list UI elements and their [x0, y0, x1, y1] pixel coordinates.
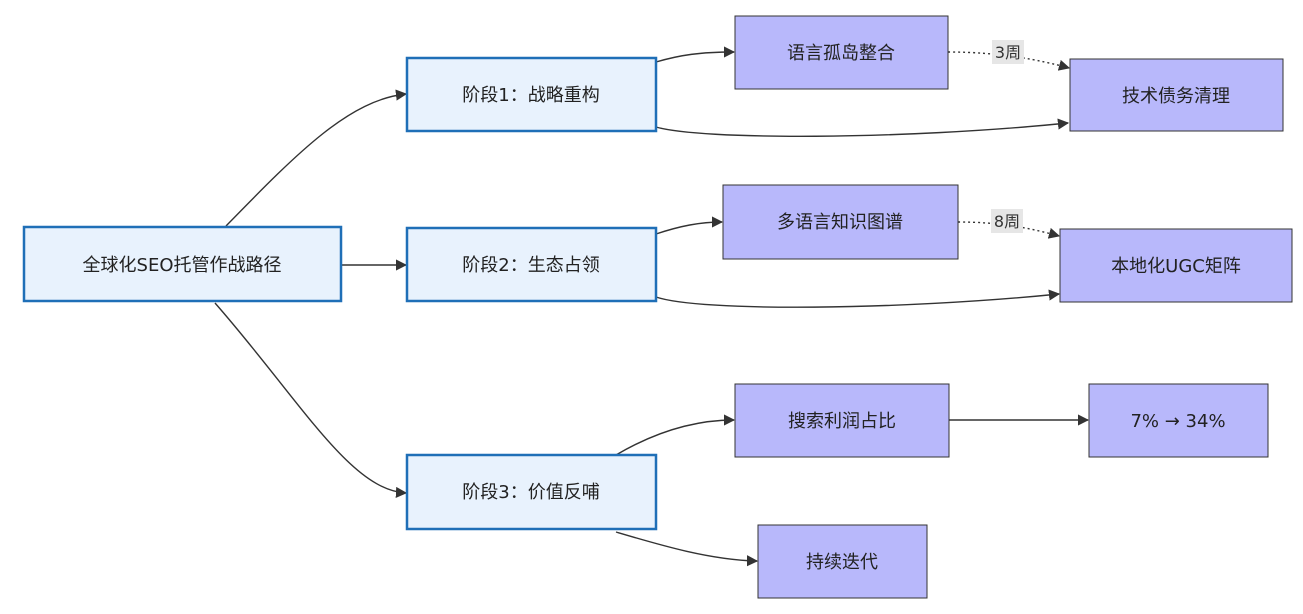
- edge-label-text: 8周: [994, 212, 1020, 231]
- edge-root-phase1: [225, 89, 408, 227]
- edges: [214, 46, 1090, 567]
- node-label: 阶段1：战略重构: [462, 85, 599, 106]
- edge-phase1-tech-debt: [655, 118, 1070, 137]
- edge-phase2-knowledge-graph: [655, 216, 724, 235]
- node-label: 全球化SEO托管作战路径: [83, 255, 282, 276]
- node-phase3[interactable]: 阶段3：价值反哺: [405, 453, 658, 531]
- node-label: 阶段3：价值反哺: [462, 482, 599, 503]
- node-phase2[interactable]: 阶段2：生态占领: [405, 226, 658, 303]
- node-phase1[interactable]: 阶段1：战略重构: [405, 56, 658, 133]
- edge-label-weeks8: 8周: [991, 209, 1023, 233]
- node-ugc-matrix[interactable]: 本地化UGC矩阵: [1059, 228, 1293, 303]
- edge-phase2-ugc-matrix: [655, 289, 1061, 308]
- node-knowledge-graph[interactable]: 多语言知识图谱: [722, 184, 959, 260]
- node-lang-islands[interactable]: 语言孤岛整合: [734, 15, 949, 90]
- node-search-share[interactable]: 搜索利润占比: [734, 383, 950, 458]
- node-tech-debt[interactable]: 技术债务清理: [1069, 58, 1284, 132]
- node-label: 持续迭代: [806, 552, 878, 573]
- node-label: 7% → 34%: [1130, 411, 1225, 432]
- edge-label-text: 3周: [995, 43, 1021, 62]
- node-label: 多语言知识图谱: [777, 212, 903, 233]
- node-label: 本地化UGC矩阵: [1111, 256, 1241, 277]
- node-label: 搜索利润占比: [788, 411, 896, 432]
- node-label: 技术债务清理: [1122, 86, 1230, 107]
- node-share-growth[interactable]: 7% → 34%: [1088, 383, 1269, 458]
- node-label: 阶段2：生态占领: [462, 255, 599, 276]
- node-iterate[interactable]: 持续迭代: [757, 524, 928, 599]
- node-label: 语言孤岛整合: [787, 43, 895, 64]
- edge-phase3-iterate: [615, 531, 759, 567]
- node-root[interactable]: 全球化SEO托管作战路径: [22, 225, 343, 303]
- edge-label-weeks3: 3周: [992, 40, 1024, 64]
- edge-phase1-lang-islands: [655, 46, 736, 63]
- edge-lang-islands-tech-debt: [947, 51, 1071, 71]
- edge-root-phase3: [214, 302, 408, 499]
- edge-phase3-search-share: [615, 414, 736, 456]
